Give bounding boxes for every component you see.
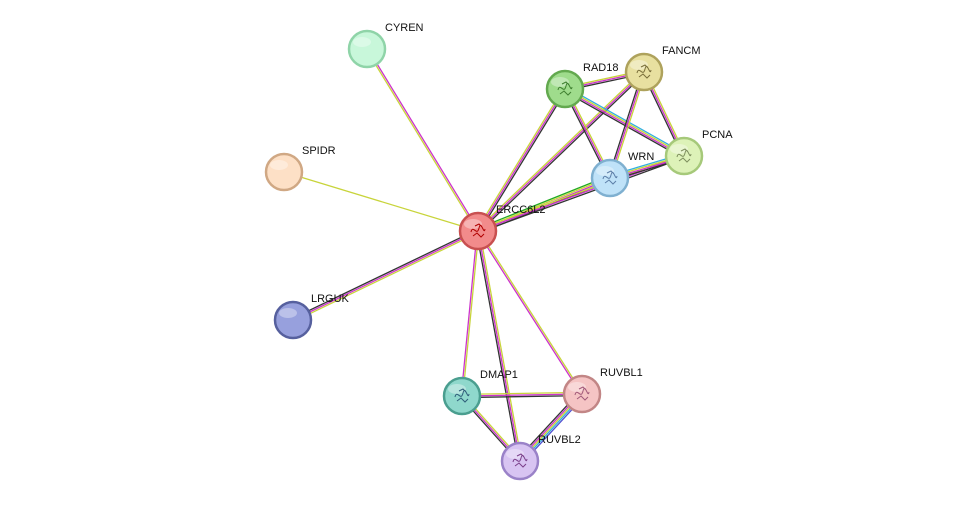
edge-evidence-experiments xyxy=(476,231,582,395)
node-highlight xyxy=(279,308,297,318)
node-highlight xyxy=(270,160,288,170)
edge-evidence-coexpression xyxy=(478,156,685,234)
edge-evidence-coexpression xyxy=(475,231,520,462)
node-highlight xyxy=(568,382,586,392)
edge-evidence-experiments xyxy=(461,393,583,397)
protein-structure-icon xyxy=(636,64,652,79)
nodes-layer: ERCC6L2 CYREN SPIDR LRGUK RAD18 FANCM PCNA WRN D… xyxy=(264,22,733,481)
node-ruvbl2[interactable]: RUVBL2 xyxy=(500,434,581,481)
node-circle[interactable] xyxy=(347,29,387,69)
edge-evidence-textmining xyxy=(283,171,479,232)
protein-structure-icon xyxy=(557,81,573,96)
protein-structure-icon xyxy=(676,148,692,163)
node-label: ERCC6L2 xyxy=(496,204,546,216)
node-highlight xyxy=(630,60,648,70)
edge-evidence-coexpression xyxy=(292,228,478,320)
edge-ercc6l2-spidr[interactable] xyxy=(283,171,479,232)
node-label: LRGUK xyxy=(311,293,350,305)
edge-evidence-coexpression xyxy=(462,394,583,399)
node-dmap1[interactable]: DMAP1 xyxy=(442,369,518,416)
node-pcna[interactable]: PCNA xyxy=(664,129,733,176)
edge-evidence-textmining xyxy=(476,70,644,231)
node-highlight xyxy=(506,449,524,459)
node-label: RUVBL1 xyxy=(600,367,643,379)
edge-ercc6l2-cyren[interactable] xyxy=(365,48,480,232)
edge-ercc6l2-rad18[interactable] xyxy=(476,87,567,233)
edge-evidence-textmining xyxy=(293,231,479,323)
edge-evidence-coexpression xyxy=(478,89,567,233)
edge-evidence-textmining xyxy=(461,391,582,396)
edge-evidence-experiments xyxy=(477,71,645,232)
node-label: WRN xyxy=(628,151,654,163)
edge-ercc6l2-ruvbl2[interactable] xyxy=(475,230,523,462)
protein-structure-icon xyxy=(454,388,470,403)
node-highlight xyxy=(353,37,371,47)
node-circle[interactable] xyxy=(264,152,304,192)
node-fancm[interactable]: FANCM xyxy=(624,45,701,92)
node-label: DMAP1 xyxy=(480,369,518,381)
node-highlight xyxy=(464,219,482,229)
node-label: SPIDR xyxy=(302,145,336,157)
edge-ercc6l2-dmap1[interactable] xyxy=(460,230,480,397)
node-highlight xyxy=(448,384,466,394)
edge-evidence-coexpression xyxy=(478,72,646,233)
edge-evidence-experiments xyxy=(460,230,478,396)
protein-structure-icon xyxy=(574,386,590,401)
edge-evidence-textmining xyxy=(478,230,584,394)
edge-evidence-textmining xyxy=(478,230,523,461)
node-lrguk[interactable]: LRGUK xyxy=(273,293,350,340)
node-highlight xyxy=(670,144,688,154)
edges-layer xyxy=(283,48,687,464)
node-label: CYREN xyxy=(385,22,424,34)
node-ruvbl1[interactable]: RUVBL1 xyxy=(562,367,643,414)
edge-evidence-experiments xyxy=(367,48,480,231)
protein-structure-icon xyxy=(602,170,618,185)
protein-structure-icon xyxy=(470,223,486,238)
edge-ercc6l2-ruvbl1[interactable] xyxy=(476,230,584,395)
node-highlight xyxy=(596,166,614,176)
node-wrn[interactable]: WRN xyxy=(590,151,654,198)
edge-ercc6l2-lrguk[interactable] xyxy=(292,228,479,323)
node-label: RAD18 xyxy=(583,62,618,74)
protein-structure-icon xyxy=(512,453,528,468)
edge-evidence-databases xyxy=(565,86,686,155)
edge-evidence-experiments xyxy=(292,230,479,321)
edge-dmap1-ruvbl1[interactable] xyxy=(461,391,583,399)
node-highlight xyxy=(551,77,569,87)
node-circle[interactable] xyxy=(273,300,313,340)
edge-evidence-coexpression xyxy=(563,90,684,159)
edge-evidence-neighborhood xyxy=(476,175,610,230)
node-cyren[interactable]: CYREN xyxy=(347,22,424,69)
node-label: PCNA xyxy=(702,129,733,141)
node-label: FANCM xyxy=(662,45,701,57)
edge-evidence-experiments xyxy=(477,230,521,462)
edge-evidence-textmining xyxy=(565,87,685,156)
node-spidr[interactable]: SPIDR xyxy=(264,145,336,192)
edge-evidence-textmining xyxy=(365,49,478,232)
edge-ercc6l2-fancm[interactable] xyxy=(476,70,646,233)
edge-evidence-experiments xyxy=(477,88,566,232)
node-ercc6l2[interactable]: ERCC6L2 xyxy=(458,204,546,251)
edge-evidence-textmining xyxy=(476,87,565,231)
edge-evidence-textmining xyxy=(462,231,480,397)
node-label: RUVBL2 xyxy=(538,434,581,446)
node-rad18[interactable]: RAD18 xyxy=(545,62,618,109)
edge-rad18-pcna[interactable] xyxy=(563,86,686,159)
edge-evidence-experiments xyxy=(564,89,684,158)
